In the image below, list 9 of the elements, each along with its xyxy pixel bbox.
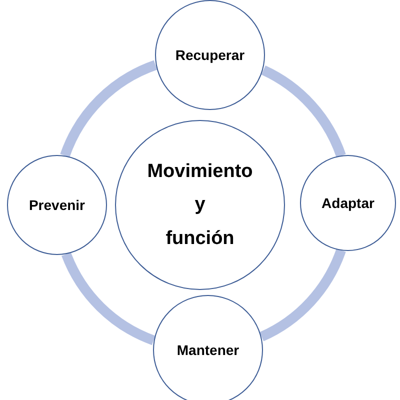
stage-label: Mantener	[176, 342, 240, 358]
connector-arc	[261, 66, 346, 158]
stage-label: Adaptar	[322, 195, 374, 211]
stage-label: Recuperar	[175, 47, 245, 63]
connector-arc	[60, 60, 158, 158]
center-label: Movimiento y función	[146, 160, 254, 251]
connector-arc	[62, 252, 156, 345]
connector-arc	[259, 248, 346, 342]
stage-label: Prevenir	[28, 197, 86, 213]
